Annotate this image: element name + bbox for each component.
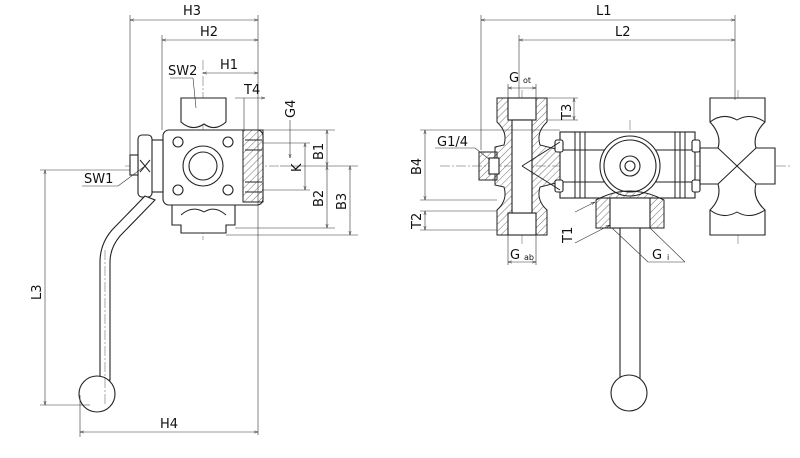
dim-G-i: G i — [652, 248, 669, 263]
dim-T2: T2 — [410, 213, 425, 230]
dim-L3: L3 — [30, 284, 45, 300]
dim-B2: B2 — [312, 190, 327, 207]
dim-T1: T1 — [561, 227, 576, 244]
dim-SW1: SW1 — [84, 172, 113, 187]
svg-text:i: i — [667, 253, 669, 262]
dim-L2: L2 — [615, 25, 631, 40]
svg-text:ot: ot — [523, 76, 531, 85]
dim-B1: B1 — [312, 143, 327, 160]
dim-SW2: SW2 — [168, 64, 197, 79]
dim-B4: B4 — [410, 158, 425, 175]
dim-L1: L1 — [596, 4, 612, 19]
dim-H2: H2 — [200, 25, 218, 40]
dim-G-ot: G ot — [509, 71, 531, 86]
dim-H3: H3 — [183, 4, 201, 19]
svg-text:G: G — [510, 248, 520, 263]
dim-H1: H1 — [220, 58, 238, 73]
dim-G1-4: G1/4 — [437, 135, 468, 150]
dim-T4: T4 — [243, 83, 260, 98]
dim-B3: B3 — [335, 193, 350, 210]
front-view: G ot L1 L2 T3 G1/4 B4 T2 G ab T1 G i — [410, 4, 790, 412]
svg-text:ab: ab — [524, 253, 534, 262]
dim-H4: H4 — [160, 417, 178, 432]
svg-text:G: G — [509, 71, 519, 86]
dim-G4: G4 — [284, 100, 299, 118]
side-view: H3 H2 H1 SW2 T4 G4 B1 K B2 B3 SW1 L3 H4 — [30, 4, 358, 437]
dim-T3: T3 — [560, 104, 575, 121]
dim-G-ab: G ab — [510, 248, 534, 263]
dim-K: K — [290, 163, 305, 172]
svg-text:G: G — [652, 248, 662, 263]
